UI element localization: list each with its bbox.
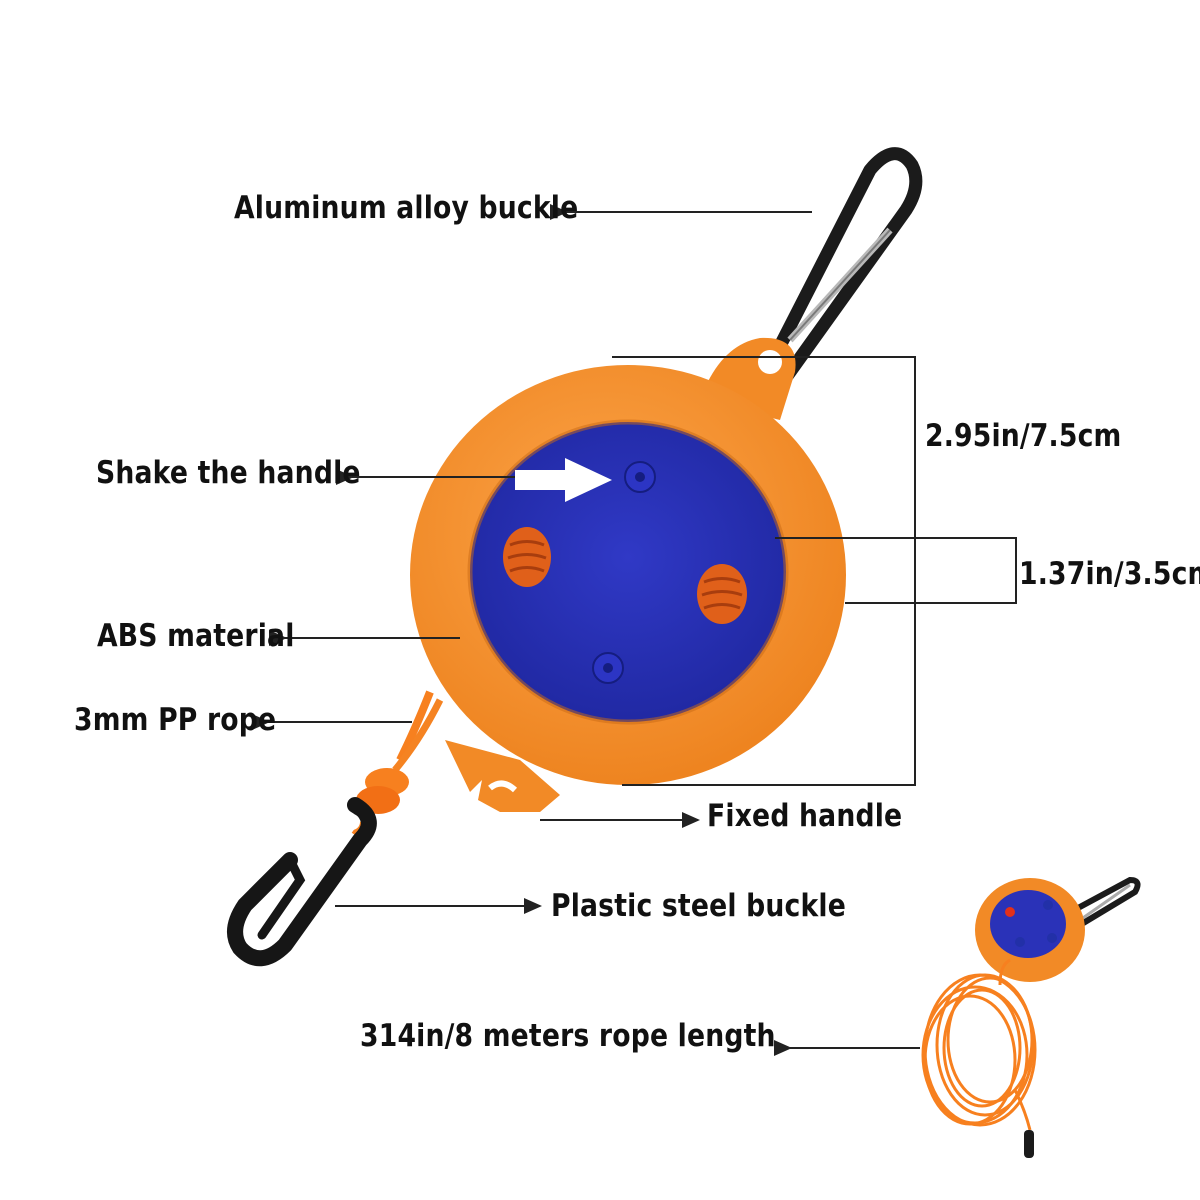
dim-thickness-bracket	[775, 537, 1017, 604]
label-fixed-handle: Fixed handle	[707, 798, 903, 834]
label-dim-height: 2.95in/7.5cm	[925, 418, 1122, 454]
inset-reel-with-rope	[921, 876, 1141, 1158]
pp-rope-and-buckle	[227, 690, 444, 967]
label-dim-thickness: 1.37in/3.5cm	[1019, 556, 1200, 592]
reel-body	[410, 337, 846, 812]
label-shake-handle: Shake the handle	[96, 455, 361, 491]
label-aluminum-buckle: Aluminum alloy buckle	[234, 190, 579, 226]
label-plastic-buckle: Plastic steel buckle	[551, 888, 846, 924]
label-abs-material: ABS material	[97, 618, 295, 654]
leader-lines	[252, 204, 1017, 1056]
label-pp-rope: 3mm PP rope	[74, 702, 277, 738]
label-rope-length: 314in/8 meters rope length	[360, 1018, 776, 1054]
dim-height-bracket	[612, 356, 916, 786]
